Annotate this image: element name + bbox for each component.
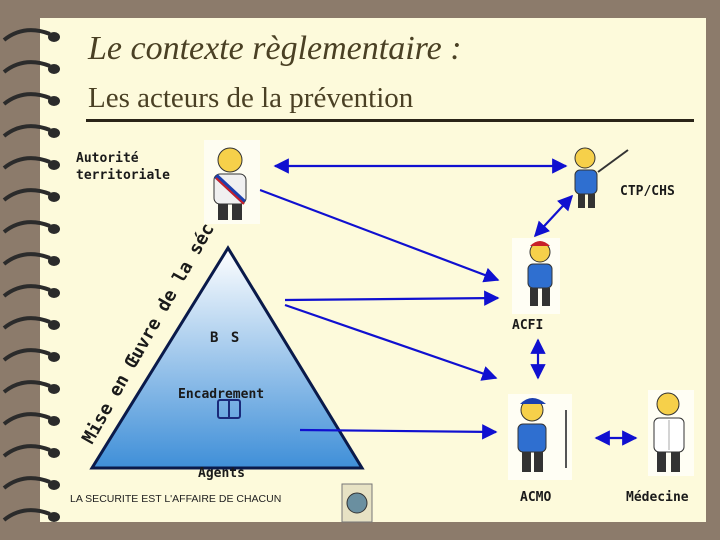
medecine-character-icon [648, 390, 694, 476]
emblem-icon [341, 483, 373, 523]
binder-ring [2, 284, 60, 298]
arrow-ctp-pyramid [533, 194, 574, 238]
binder-ring [2, 220, 60, 234]
binder-ring [2, 412, 60, 426]
binder-ring [2, 508, 60, 522]
pyramid-top-letters: B S [210, 330, 242, 346]
title-divider [86, 119, 694, 122]
prevention-pyramid [89, 245, 365, 470]
binder-ring [2, 476, 60, 490]
autorite-character-icon [204, 140, 260, 224]
arrow-pyramid-acfi-lower [284, 303, 498, 381]
acfi-character-icon [512, 238, 560, 314]
label-medecine: Médecine [626, 490, 689, 505]
slide-title: Le contexte règlementaire : [88, 30, 462, 67]
pyramid-bottom-label: Agents [198, 466, 245, 481]
binder-ring [2, 156, 60, 170]
binder-ring [2, 252, 60, 266]
arrow-pyramid-acmo [299, 424, 498, 440]
label-acfi: ACFI [512, 318, 544, 333]
binder-ring [2, 28, 60, 42]
slide-subtitle: Les acteurs de la prévention [88, 82, 414, 114]
binder-ring [2, 444, 60, 458]
footer-motto: LA SECURITE EST L'AFFAIRE DE CHACUN [70, 493, 282, 505]
label-autorite: Autorité territoriale [76, 151, 170, 183]
acmo-character-icon [508, 394, 572, 480]
pyramid-middle-label: Encadrement [178, 387, 265, 402]
arrow-pyramid-acfi [284, 290, 500, 306]
binder-ring [2, 188, 60, 202]
label-ctp: CTP/CHS [620, 184, 675, 199]
arrow-autorite-acfi [259, 188, 500, 283]
binder-ring [2, 60, 60, 74]
ctp-character-icon [574, 147, 629, 208]
binder-ring [2, 348, 60, 362]
binder-ring [2, 124, 60, 138]
encadrement-person-icon [217, 399, 241, 419]
binder-ring [2, 380, 60, 394]
binder-ring [2, 316, 60, 330]
binder-ring [2, 92, 60, 106]
label-acmo: ACMO [520, 490, 552, 505]
